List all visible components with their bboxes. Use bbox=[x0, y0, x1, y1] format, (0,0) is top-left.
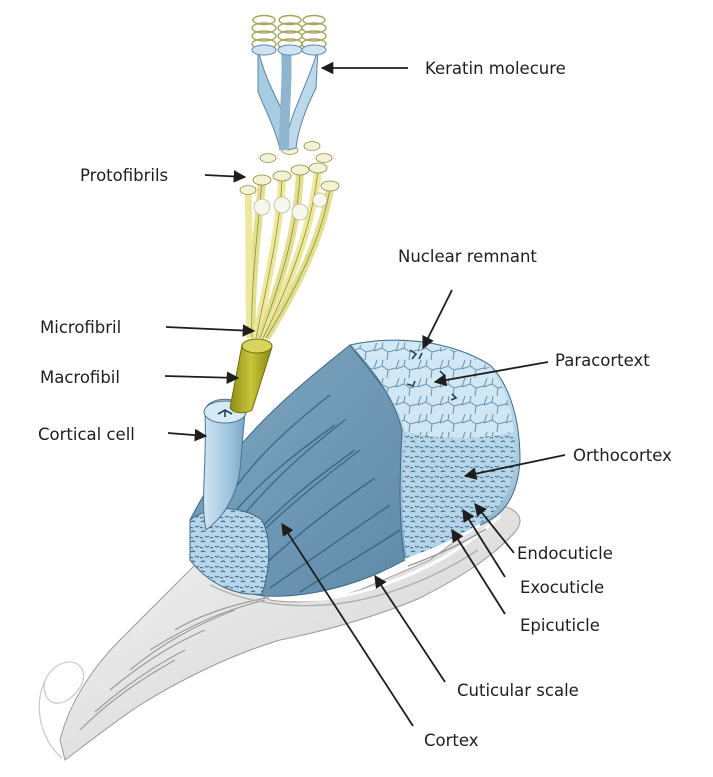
endocuticle-label: Endocuticle bbox=[517, 544, 613, 563]
macrofibril-shape bbox=[230, 339, 272, 413]
protofibrils-leader bbox=[205, 175, 245, 177]
cortical-cell-label: Cortical cell bbox=[38, 425, 135, 444]
keratin-molecule bbox=[252, 16, 326, 151]
epicuticle-label: Epicuticle bbox=[520, 616, 600, 635]
cuticular-scale-label: Cuticular scale bbox=[457, 681, 579, 700]
exocuticle-label: Exocuticle bbox=[520, 578, 604, 597]
macrofibil-label: Macrofibil bbox=[40, 368, 120, 387]
macrofibil-leader bbox=[165, 376, 238, 378]
keratin-label: Keratin molecure bbox=[425, 59, 566, 78]
nuclear-remnant-label: Nuclear remnant bbox=[398, 247, 537, 266]
orthocortex-label: Orthocortex bbox=[573, 446, 672, 465]
protofibril-bundle bbox=[240, 142, 339, 339]
paracortext-label: Paracortext bbox=[555, 351, 650, 370]
microfibril-leader bbox=[166, 327, 254, 331]
protofibrils-label: Protofibrils bbox=[80, 166, 168, 185]
cortex-label: Cortex bbox=[424, 731, 479, 750]
nuclear-remnant-leader bbox=[423, 290, 452, 348]
microfibril-label: Microfibril bbox=[40, 318, 121, 337]
cortical-cell-leader bbox=[168, 433, 206, 436]
